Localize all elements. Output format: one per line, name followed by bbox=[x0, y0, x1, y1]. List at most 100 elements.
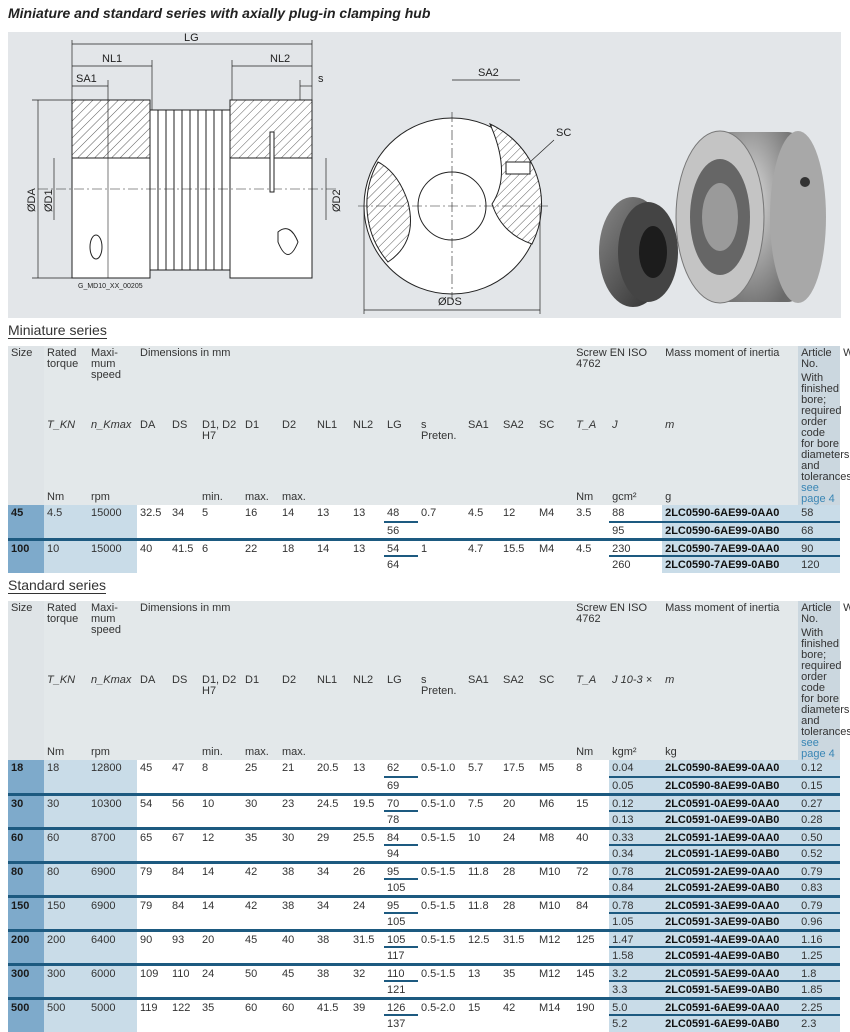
header-symbol: SA1 bbox=[465, 418, 500, 476]
header-unit bbox=[465, 475, 500, 505]
cell-d1-max: 35 bbox=[242, 826, 279, 862]
header-unit: max. bbox=[242, 475, 279, 505]
cell-da: 79 bbox=[137, 860, 169, 896]
cell-sa1: 12.5 bbox=[465, 928, 500, 964]
cell-d1-max: 45 bbox=[242, 928, 279, 964]
header-symbol: SA2 bbox=[500, 673, 536, 731]
cell-da: 109 bbox=[137, 962, 169, 998]
cell-nl1: 20.5 bbox=[317, 762, 339, 774]
cell-lg: 105 bbox=[387, 916, 406, 928]
header-unit bbox=[500, 475, 536, 505]
see-page-link[interactable]: see page 4 bbox=[801, 737, 835, 760]
cell-ds: 84 bbox=[169, 860, 199, 896]
article-title: Article No. bbox=[801, 602, 832, 625]
cell-ds: 84 bbox=[169, 894, 199, 930]
cell-j: 260 bbox=[612, 559, 631, 571]
cell-j: 0.33 bbox=[609, 826, 663, 846]
cell-article: 2LC0591-6AE99-0AA0 bbox=[662, 996, 799, 1016]
drawing-labels: LG NL1 NL2 SA1 s ØDA ØD1 ØD2 G_MD10_XX_0… bbox=[26, 32, 571, 308]
header-symbol: D2 bbox=[279, 674, 314, 731]
cell-lg: 62 bbox=[384, 760, 418, 778]
symbol-text: s Preten. bbox=[421, 418, 457, 442]
cell-j: 0.05 bbox=[609, 777, 663, 794]
cell-size: 45 bbox=[8, 505, 44, 539]
symbol-text: J 10-3 × bbox=[612, 673, 653, 686]
cell-j: 0.34 bbox=[609, 845, 663, 862]
cell-weight: 0.12 bbox=[798, 760, 841, 778]
cell-nl2: 31.5 bbox=[350, 928, 384, 964]
header-dimensions: Dimensions in mm bbox=[137, 601, 574, 675]
cell-article: 2LC0591-0AE99-0AA0 bbox=[662, 792, 799, 812]
label-nl2: NL2 bbox=[270, 53, 290, 65]
cell-speed: 8700 bbox=[88, 826, 137, 862]
cell-speed: 15000 bbox=[88, 505, 137, 539]
symbol-text: SA2 bbox=[503, 673, 524, 686]
cell-j: 1.47 bbox=[609, 928, 663, 948]
symbol-text: D2 bbox=[282, 418, 297, 431]
cell-torque: 60 bbox=[44, 826, 88, 862]
label-d2: ØD2 bbox=[331, 189, 343, 212]
cell-weight: 0.27 bbox=[798, 792, 841, 812]
header-unit: rpm bbox=[88, 475, 137, 505]
cell-d1d2-min: 8 bbox=[202, 762, 209, 774]
cell-ds: 34 bbox=[172, 507, 185, 519]
cell-sc: M8 bbox=[536, 826, 574, 862]
cell-sa2: 31.5 bbox=[500, 928, 536, 964]
cell-ds: 122 bbox=[169, 996, 199, 1032]
cell-s: 0.5-2.0 bbox=[418, 996, 465, 1032]
see-page-link[interactable]: see page 4 bbox=[801, 482, 835, 505]
cell-torque: 200 bbox=[44, 928, 88, 964]
cell-d1d2-min: 35 bbox=[199, 996, 242, 1032]
cell-article: 2LC0591-3AE99-0AB0 bbox=[662, 913, 799, 930]
label-sa1: SA1 bbox=[76, 73, 97, 85]
header-symbol: LG bbox=[384, 674, 418, 731]
product-photo bbox=[599, 130, 826, 307]
cell-weight: 0.28 bbox=[798, 811, 841, 828]
cell-ta: 4.5 bbox=[573, 537, 610, 573]
header-screw: Screw EN ISO 4762 bbox=[573, 601, 663, 675]
cell-article: 2LC0591-1AE99-0AA0 bbox=[662, 826, 799, 846]
header-symbol: NL1 bbox=[314, 419, 350, 476]
symbol-text: D1 bbox=[245, 418, 260, 431]
cell-weight: 2.3 bbox=[798, 1015, 841, 1032]
cell-article: 2LC0591-6AE99-0AB0 bbox=[662, 1015, 799, 1032]
cell-ta: 15 bbox=[573, 792, 610, 828]
cell-weight: 1.8 bbox=[798, 962, 841, 982]
cell-lg: 78 bbox=[387, 814, 400, 826]
cell-weight: 0.50 bbox=[798, 826, 841, 846]
cell-d2-max: 14 bbox=[282, 507, 295, 519]
cell-j: 0.78 bbox=[609, 860, 663, 880]
symbol-text: n_Kmax bbox=[91, 418, 132, 431]
cell-weight: 0.79 bbox=[798, 860, 841, 880]
symbol-text: n_Kmax bbox=[91, 673, 132, 686]
header-symbol: T_A bbox=[573, 419, 610, 476]
cell-ta: 190 bbox=[573, 996, 610, 1032]
header-dimensions: Dimensions in mm bbox=[137, 346, 574, 420]
header-unit bbox=[169, 475, 199, 505]
cell-d2-max: 60 bbox=[279, 996, 314, 1032]
header-symbol: J bbox=[609, 419, 663, 476]
header-symbol: NL2 bbox=[350, 419, 384, 476]
header-symbol: SA1 bbox=[465, 674, 500, 731]
cell-j: 0.13 bbox=[609, 811, 663, 828]
cell-weight: 1.25 bbox=[798, 947, 841, 964]
cell-ta: 125 bbox=[573, 928, 610, 964]
symbol-text: SA1 bbox=[468, 418, 489, 431]
end-view bbox=[358, 79, 555, 314]
symbol-text: m bbox=[665, 418, 675, 431]
header-unit: max. bbox=[279, 730, 314, 760]
cell-torque: 4.5 bbox=[44, 505, 88, 539]
cell-s: 1 bbox=[418, 537, 465, 573]
cell-ta: 145 bbox=[573, 962, 610, 998]
cell-d1-max: 22 bbox=[242, 537, 279, 573]
cell-j: 0.78 bbox=[609, 894, 663, 914]
cell-sa2: 42 bbox=[500, 996, 536, 1032]
header-symbol: T_KN bbox=[44, 674, 88, 731]
symbol-text: D1, D2 H7 bbox=[202, 673, 237, 697]
